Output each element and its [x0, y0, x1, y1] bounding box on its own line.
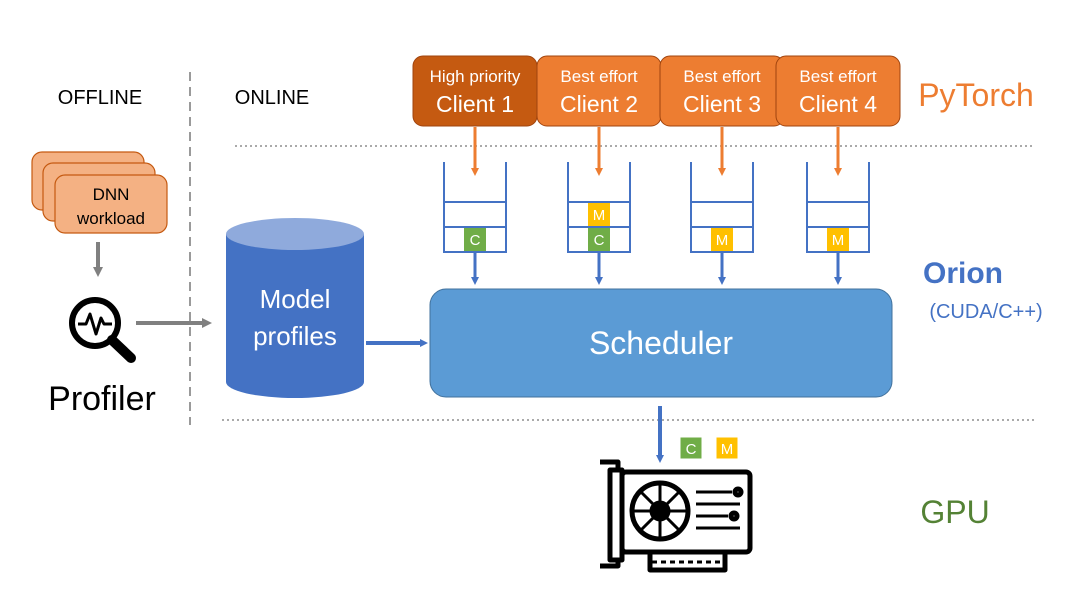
scheduler-label: Scheduler — [589, 325, 733, 361]
kernel-label: M — [716, 232, 729, 249]
client-type-label: High priority — [430, 67, 521, 86]
database-label-line1: Model — [260, 284, 331, 314]
memory-kernel — [711, 228, 733, 251]
client-name-label: Client 1 — [436, 91, 514, 117]
dnn-workload-stack: DNN workload — [31, 151, 168, 234]
offline-label: OFFLINE — [58, 87, 142, 109]
gpu-output-kernels: C M — [679, 436, 739, 460]
compute-kernel — [464, 228, 486, 251]
client-box — [775, 55, 901, 127]
memory-kernel — [827, 228, 849, 251]
client-type-label: Best effort — [683, 67, 760, 86]
client-name-label: Client 2 — [560, 91, 638, 117]
pytorch-layer-label: PyTorch — [918, 77, 1034, 113]
cylinder-database-icon: Model profiles — [226, 218, 364, 398]
gpu-memory-kernel-label: M — [721, 441, 734, 458]
compute-kernel — [588, 228, 610, 251]
gpu-memory-kernel — [715, 436, 739, 460]
kernel-label: C — [470, 232, 481, 249]
client-name-label: Client 4 — [799, 91, 877, 117]
client-type-label: Best effort — [799, 67, 876, 86]
workload-label-line2: workload — [76, 209, 145, 228]
orion-layer-label: Orion — [923, 257, 1003, 290]
gpu-layer-label: GPU — [920, 494, 989, 530]
gpu-compute-kernel — [679, 436, 703, 460]
workload-label-line1: DNN — [93, 185, 130, 204]
client-queue: CM — [567, 162, 631, 253]
kernel-label: C — [594, 232, 605, 249]
client-name-label: Client 3 — [683, 91, 761, 117]
client-type-label: Best effort — [560, 67, 637, 86]
client-queue: C — [443, 162, 507, 253]
database-label-line2: profiles — [253, 321, 337, 351]
gpu-compute-kernel-label: C — [686, 441, 697, 458]
online-label: ONLINE — [235, 87, 309, 109]
memory-kernel — [588, 203, 610, 226]
graphics-card-icon — [600, 459, 753, 573]
orion-layer-sublabel: (CUDA/C++) — [929, 301, 1042, 323]
profiler-label: Profiler — [48, 380, 156, 418]
client-queue: M — [690, 162, 754, 253]
kernel-label: M — [832, 232, 845, 249]
client-queue: M — [806, 162, 870, 253]
scheduler-box — [429, 288, 893, 398]
magnifier-pulse-icon — [69, 297, 136, 363]
kernel-label: M — [593, 207, 606, 224]
